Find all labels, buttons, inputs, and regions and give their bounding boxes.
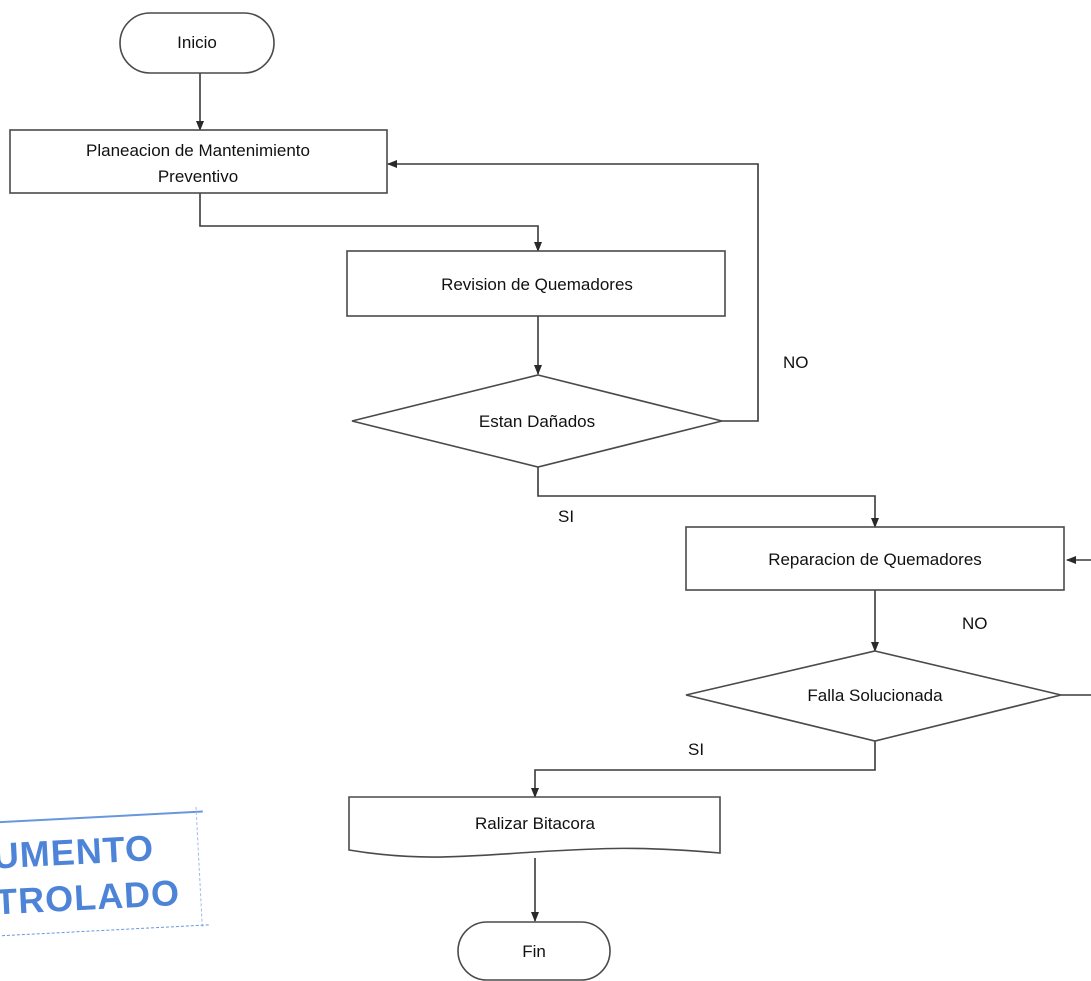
process-revision-label: Revision de Quemadores	[441, 275, 633, 294]
end-terminator: Fin	[457, 921, 611, 981]
branch-label-no-estan-danados: NO	[783, 353, 809, 372]
connectors	[196, 73, 1091, 922]
controlled-document-stamp: UMENTO TROLADO	[0, 806, 209, 946]
document-bitacora-label: Ralizar Bitacora	[475, 814, 596, 833]
start-label: Inicio	[177, 33, 217, 52]
branch-label-si-estan-danados: SI	[558, 507, 574, 526]
process-revision: Revision de Quemadores	[346, 250, 726, 317]
decision-falla-solucionada: Falla Solucionada	[685, 650, 1062, 742]
branch-label-si-falla: SI	[688, 740, 704, 759]
stamp-line-2: TROLADO	[0, 871, 182, 923]
stamp-line-1: UMENTO	[0, 827, 156, 877]
connector-si-bitacora	[531, 741, 876, 798]
process-planeacion-line1: Planeacion de Mantenimiento	[86, 141, 310, 160]
connector-si-reparacion	[537, 467, 879, 528]
decision-falla-solucionada-label: Falla Solucionada	[807, 686, 943, 705]
decision-estan-danados-label: Estan Dañados	[479, 412, 595, 431]
end-label: Fin	[522, 942, 546, 961]
process-planeacion-line2: Preventivo	[158, 167, 238, 186]
connector-planeacion-revision	[199, 193, 542, 252]
connector-no-loop-planeacion	[387, 160, 759, 422]
process-planeacion: Planeacion de Mantenimiento Preventivo	[9, 129, 388, 194]
document-bitacora: Ralizar Bitacora	[348, 796, 721, 858]
decision-estan-danados: Estan Dañados	[351, 374, 723, 468]
process-reparacion-label: Reparacion de Quemadores	[768, 550, 982, 569]
start-terminator: Inicio	[119, 12, 275, 74]
process-reparacion: Reparacion de Quemadores	[685, 526, 1065, 591]
branch-label-no-falla: NO	[962, 614, 988, 633]
